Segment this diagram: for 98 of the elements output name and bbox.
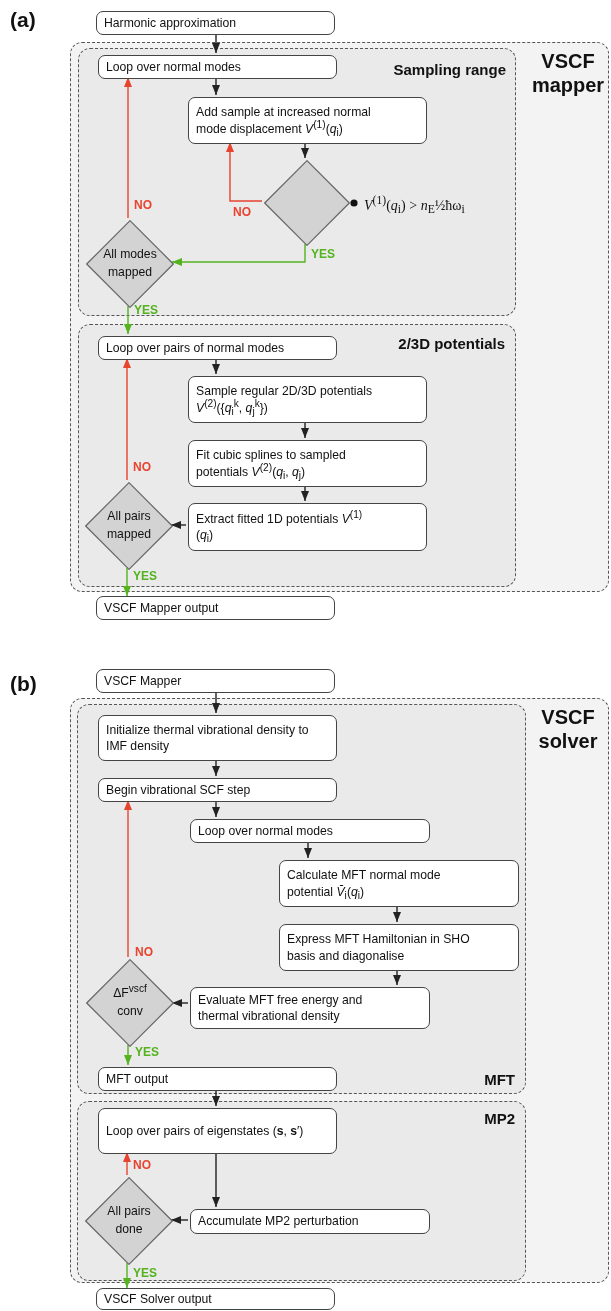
arrow [124,305,132,335]
decision-diamond [85,482,173,570]
edge-label: YES [133,303,159,317]
arrow [124,799,132,958]
arrow [123,1151,131,1176]
step-text: VSCF Solver output [104,1290,212,1308]
process-box [279,860,519,907]
process-box [190,1209,430,1234]
process-box [98,55,337,79]
arrow [123,357,131,481]
arrow [123,567,131,597]
arrow [301,484,309,502]
arrow [393,904,401,923]
process-box [96,596,335,620]
process-box [96,669,335,693]
condition-text: V$^{(1)}$(q$_{i}$) > n$_{E}$½ħω$_{i}$ [364,194,465,217]
arrow [212,1088,220,1107]
step-text: MFT output [106,1070,169,1088]
edge-label: NO [132,1158,152,1172]
group-panel [78,48,516,316]
step-text: VSCF Mapper [104,672,182,690]
step-text: Loop over normal modes [106,58,241,76]
process-box [188,440,427,487]
process-box [188,97,427,144]
decision-text: All modes mapped [102,246,158,281]
panel-label: (b) [10,672,37,696]
group-title: VSCF solver [537,705,599,753]
arrow [212,76,220,96]
arrow [212,34,220,54]
step-text: Express MFT Hamiltonian in SHO basis and diagonalise [287,931,471,964]
process-box [188,376,427,423]
step-text: VSCF Mapper output [104,599,219,617]
panel-label: (a) [10,8,36,32]
process-box [98,715,337,761]
decision-diamond [264,160,350,246]
step-text: Loop over pairs of eigenstates (s, s′) [106,1122,304,1140]
arrow [212,692,220,714]
group-title: VSCF mapper [530,49,606,97]
arrow [212,799,220,818]
group-panel [70,42,609,592]
decision-diamond [85,1177,173,1265]
arrow [124,1044,132,1066]
step-text: Extract fitted 1D potentials V$^{(1)}$(q$_{i}$) [196,510,364,544]
process-box [96,11,335,35]
process-box [190,987,430,1029]
step-text: Begin vibrational SCF step [106,781,251,799]
decision-text: All pairs mapped [105,508,152,543]
group-title: 2/3D potentials [398,335,505,352]
arrow [212,1151,220,1208]
step-text: Add sample at increased normal mode displacement V$^{(1)}$(q$_{i}$) [196,104,372,137]
edge-label: YES [132,569,158,583]
arrow [212,357,220,375]
group-panel [70,698,609,1283]
arrow [171,243,306,266]
group-title: Sampling range [393,61,506,78]
group-title: MFT [484,1071,515,1088]
edge-label: NO [232,205,252,219]
process-box [96,1288,335,1310]
arrow [124,76,132,219]
arrow [170,1216,189,1224]
step-text: Calculate MFT normal mode potential V̄$_{i}$(q$_{i}$) [287,867,442,900]
group-panel [77,704,526,1094]
step-text: Initialize thermal vibrational density to IMF density [106,721,310,755]
edge-label: YES [134,1045,160,1059]
decision-text: All pairs done [106,1203,152,1238]
group-panel [77,1101,526,1281]
arrow [393,968,401,986]
step-text: Evaluate MFT free energy and thermal vibrational density [198,991,364,1025]
process-box [98,336,337,360]
step-text: Accumulate MP2 perturbation [198,1213,359,1230]
arrow [170,521,187,529]
arrow [171,999,189,1007]
step-text: Sample regular 2D/3D potentials V$^{(2)}$({q$_{i}$$^{k}$, q$_{j}$$^{k}$}) [196,383,374,416]
process-box [98,1108,337,1154]
decision-text: ΔF$^{vscf}$ conv [112,985,148,1020]
step-text: Loop over pairs of normal modes [106,339,285,357]
edge-label: NO [134,945,154,959]
decision-diamond [86,959,174,1047]
group-title: MP2 [484,1110,515,1127]
edge-label: NO [132,460,152,474]
process-box [98,1067,337,1091]
arrow [212,758,220,777]
process-box [98,778,337,802]
arrow [301,141,309,159]
arrow [226,141,263,202]
step-text: Fit cubic splines to sampled potentials V$^{(2)}$(q$_{i}$, q$_{j}$) [196,447,347,480]
arrow [301,420,309,439]
group-panel [78,324,516,587]
edge-label: NO [133,198,153,212]
step-text: Loop over normal modes [198,822,333,840]
edge-label: YES [310,247,336,261]
process-box [188,503,427,551]
process-box [279,924,519,971]
process-box [190,819,430,843]
edge-label: YES [132,1266,158,1280]
step-text: Harmonic approximation [104,14,237,32]
arrow [304,840,312,859]
arrow [123,1262,131,1289]
